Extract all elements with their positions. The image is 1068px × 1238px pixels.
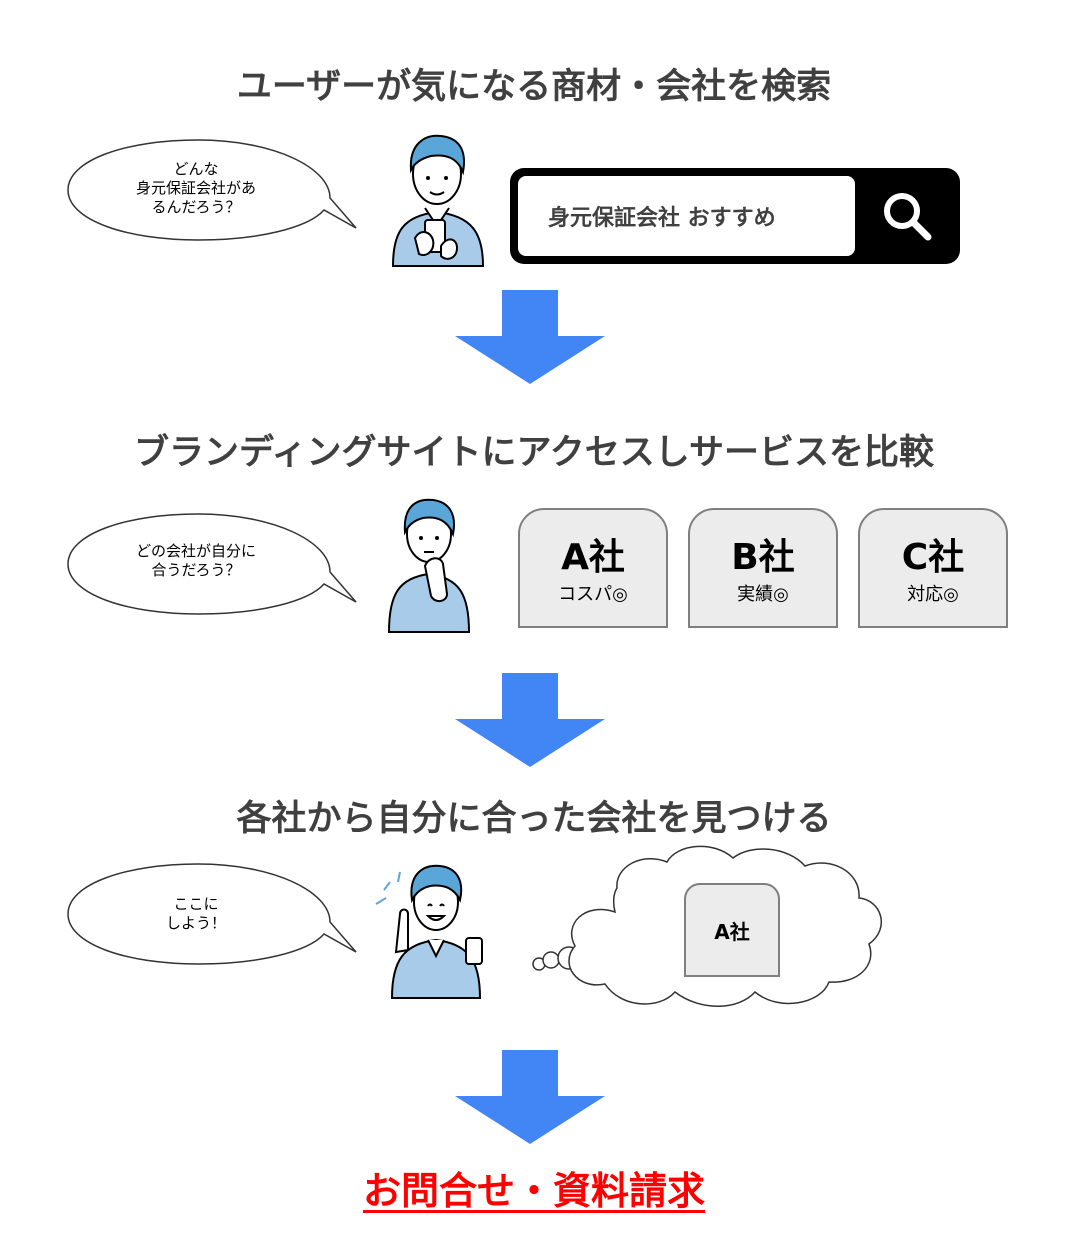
person-thinking-icon [387, 498, 471, 633]
company-name: C社 [901, 537, 965, 578]
search-input[interactable]: 身元保証会社 おすすめ [518, 176, 855, 256]
speech-bubble-1-text: どんな 身元保証会社があ るんだろう？ [96, 160, 296, 217]
down-arrow-icon [455, 673, 605, 767]
step-2-title: ブランディングサイトにアクセスしサービスを比較 [133, 433, 935, 473]
speech-bubble-3-text: ここに しよう！ [96, 895, 296, 933]
cta-heading: お問合せ・資料請求 [0, 1160, 1068, 1215]
search-icon [884, 193, 932, 241]
speech-line: るんだろう？ [151, 198, 241, 216]
company-name: B社 [731, 537, 795, 578]
company-note: 実績◎ [737, 584, 789, 605]
step-1-title: ユーザーが気になる商材・会社を検索 [236, 67, 832, 107]
speech-bubble-1 [67, 139, 357, 241]
down-arrow-icon [455, 1050, 605, 1144]
search-bar: 身元保証会社 おすすめ [510, 168, 960, 264]
step-3-title: 各社から自分に合った会社を見つける [236, 799, 832, 839]
speech-bubble-2 [67, 513, 357, 615]
company-card[interactable]: C社 対応◎ [858, 508, 1008, 628]
company-card[interactable]: B社 実績◎ [688, 508, 838, 628]
speech-line: 合うだろう？ [151, 561, 241, 579]
cta-link[interactable]: お問合せ・資料請求 [362, 1169, 705, 1213]
down-arrow-icon [455, 290, 605, 384]
search-button[interactable] [862, 176, 952, 256]
company-name: A社 [561, 537, 625, 578]
speech-line: どんな [173, 160, 219, 178]
speech-line: しよう！ [165, 914, 226, 932]
company-note: コスパ◎ [558, 584, 628, 605]
speech-line: 身元保証会社があ [135, 179, 256, 197]
speech-line: ここに [173, 895, 219, 913]
company-note: 対応◎ [907, 584, 959, 605]
selected-company-card: A社 [684, 883, 780, 977]
company-card[interactable]: A社 コスパ◎ [518, 508, 668, 628]
speech-bubble-2-text: どの会社が自分に 合うだろう？ [96, 542, 296, 580]
speech-line: どの会社が自分に [135, 542, 256, 560]
speech-bubble-3 [67, 863, 357, 965]
person-pointing-icon [375, 864, 483, 999]
person-smartphone-icon [391, 134, 485, 267]
